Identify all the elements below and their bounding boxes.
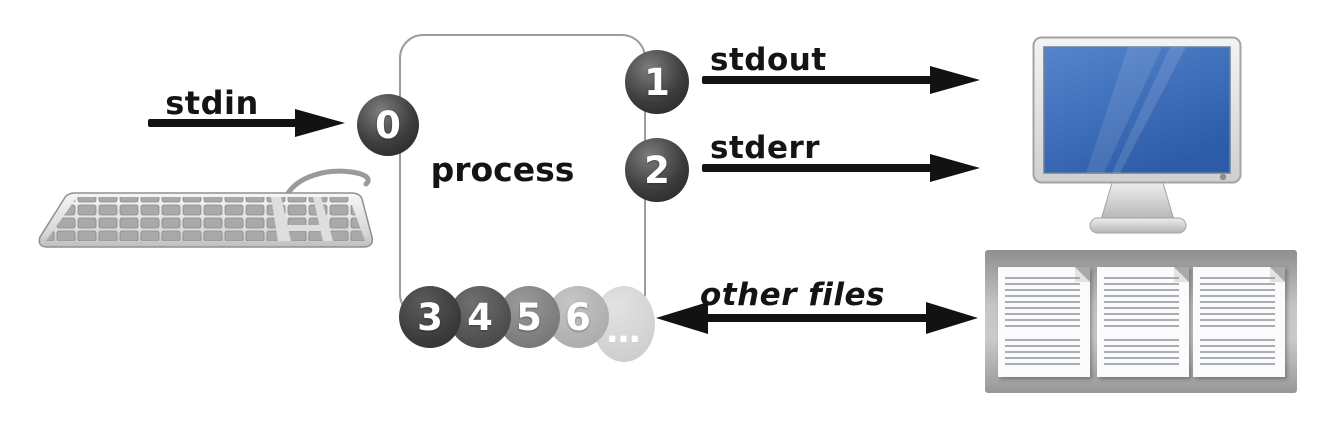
stderr-arrowhead (930, 154, 980, 182)
keyboard-icon (38, 168, 374, 248)
fd-circle-5: 5 (498, 286, 560, 348)
fd-circle-3: 3 (399, 286, 461, 348)
other-files-arrowhead-left (656, 302, 708, 334)
stdin-label: stdin (165, 84, 259, 122)
process-box (399, 34, 646, 318)
fd-circle-4: 4 (449, 286, 511, 348)
other-files-arrow-line (702, 314, 930, 322)
fd-circle-stderr: 2 (625, 138, 689, 202)
monitor-stand-base (1089, 217, 1187, 234)
other-files-label: other files (700, 277, 886, 313)
monitor-power-button (1219, 173, 1227, 181)
keyboard-cable (284, 168, 371, 198)
fd-circle-stdin: 0 (357, 94, 419, 156)
document-page (998, 267, 1090, 377)
monitor-icon (1032, 36, 1242, 234)
document-page (1097, 267, 1189, 377)
stdin-arrow-line (148, 119, 300, 127)
document-page (1193, 267, 1285, 377)
stderr-label: stderr (710, 130, 821, 166)
stdout-label: stdout (710, 42, 827, 78)
other-files-arrowhead-right (926, 302, 978, 334)
monitor-screen (1043, 46, 1231, 174)
fd-circle-stdout: 1 (625, 50, 689, 114)
monitor-stand-neck (1100, 182, 1175, 221)
stdout-arrowhead (930, 66, 980, 94)
stdin-arrowhead (295, 109, 345, 137)
process-label: process (430, 150, 575, 189)
stderr-arrow-line (702, 164, 934, 172)
documents-icon (985, 250, 1297, 393)
stdout-arrow-line (702, 76, 934, 84)
